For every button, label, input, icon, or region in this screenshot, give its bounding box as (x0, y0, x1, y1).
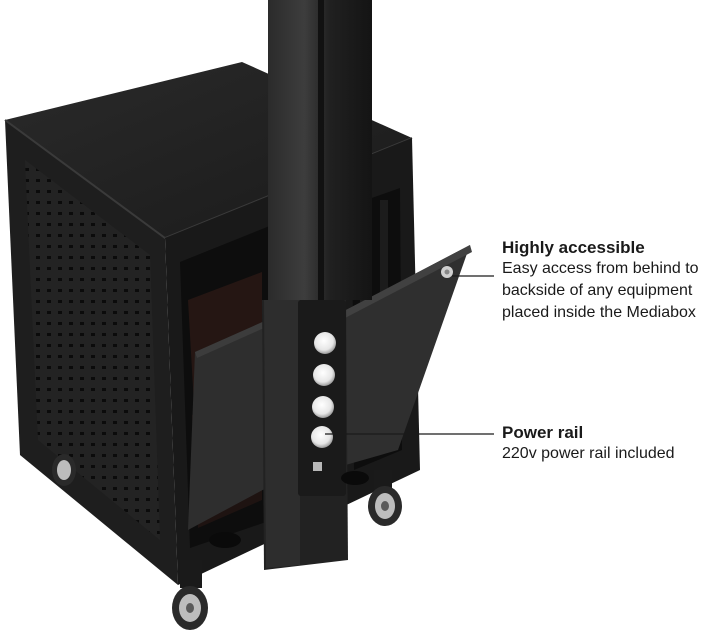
callout-title: Highly accessible (502, 238, 645, 257)
caster-wheel-icon (172, 560, 208, 630)
power-socket-icon (314, 332, 336, 354)
door-latch-icon (441, 266, 453, 278)
callout-line: placed inside the Mediabox (502, 304, 696, 321)
callout-line: backside of any equipment (502, 282, 693, 299)
callout-power-rail: Power rail 220v power rail included (502, 423, 717, 465)
callout-title: Power rail (502, 423, 584, 442)
callout-highly-accessible: Highly accessible Easy access from behin… (502, 238, 717, 324)
callout-line: Easy access from behind to (502, 260, 699, 277)
callout-line: 220v power rail included (502, 445, 675, 462)
caster-wheel-icon (52, 454, 76, 486)
power-socket-icon (312, 396, 334, 418)
power-socket-icon (313, 364, 335, 386)
power-socket-icon (311, 426, 333, 448)
cabinet-left-side (5, 120, 178, 585)
power-rail (298, 300, 346, 496)
caster-wheel-icon (368, 470, 402, 526)
power-switch-icon (313, 462, 322, 471)
